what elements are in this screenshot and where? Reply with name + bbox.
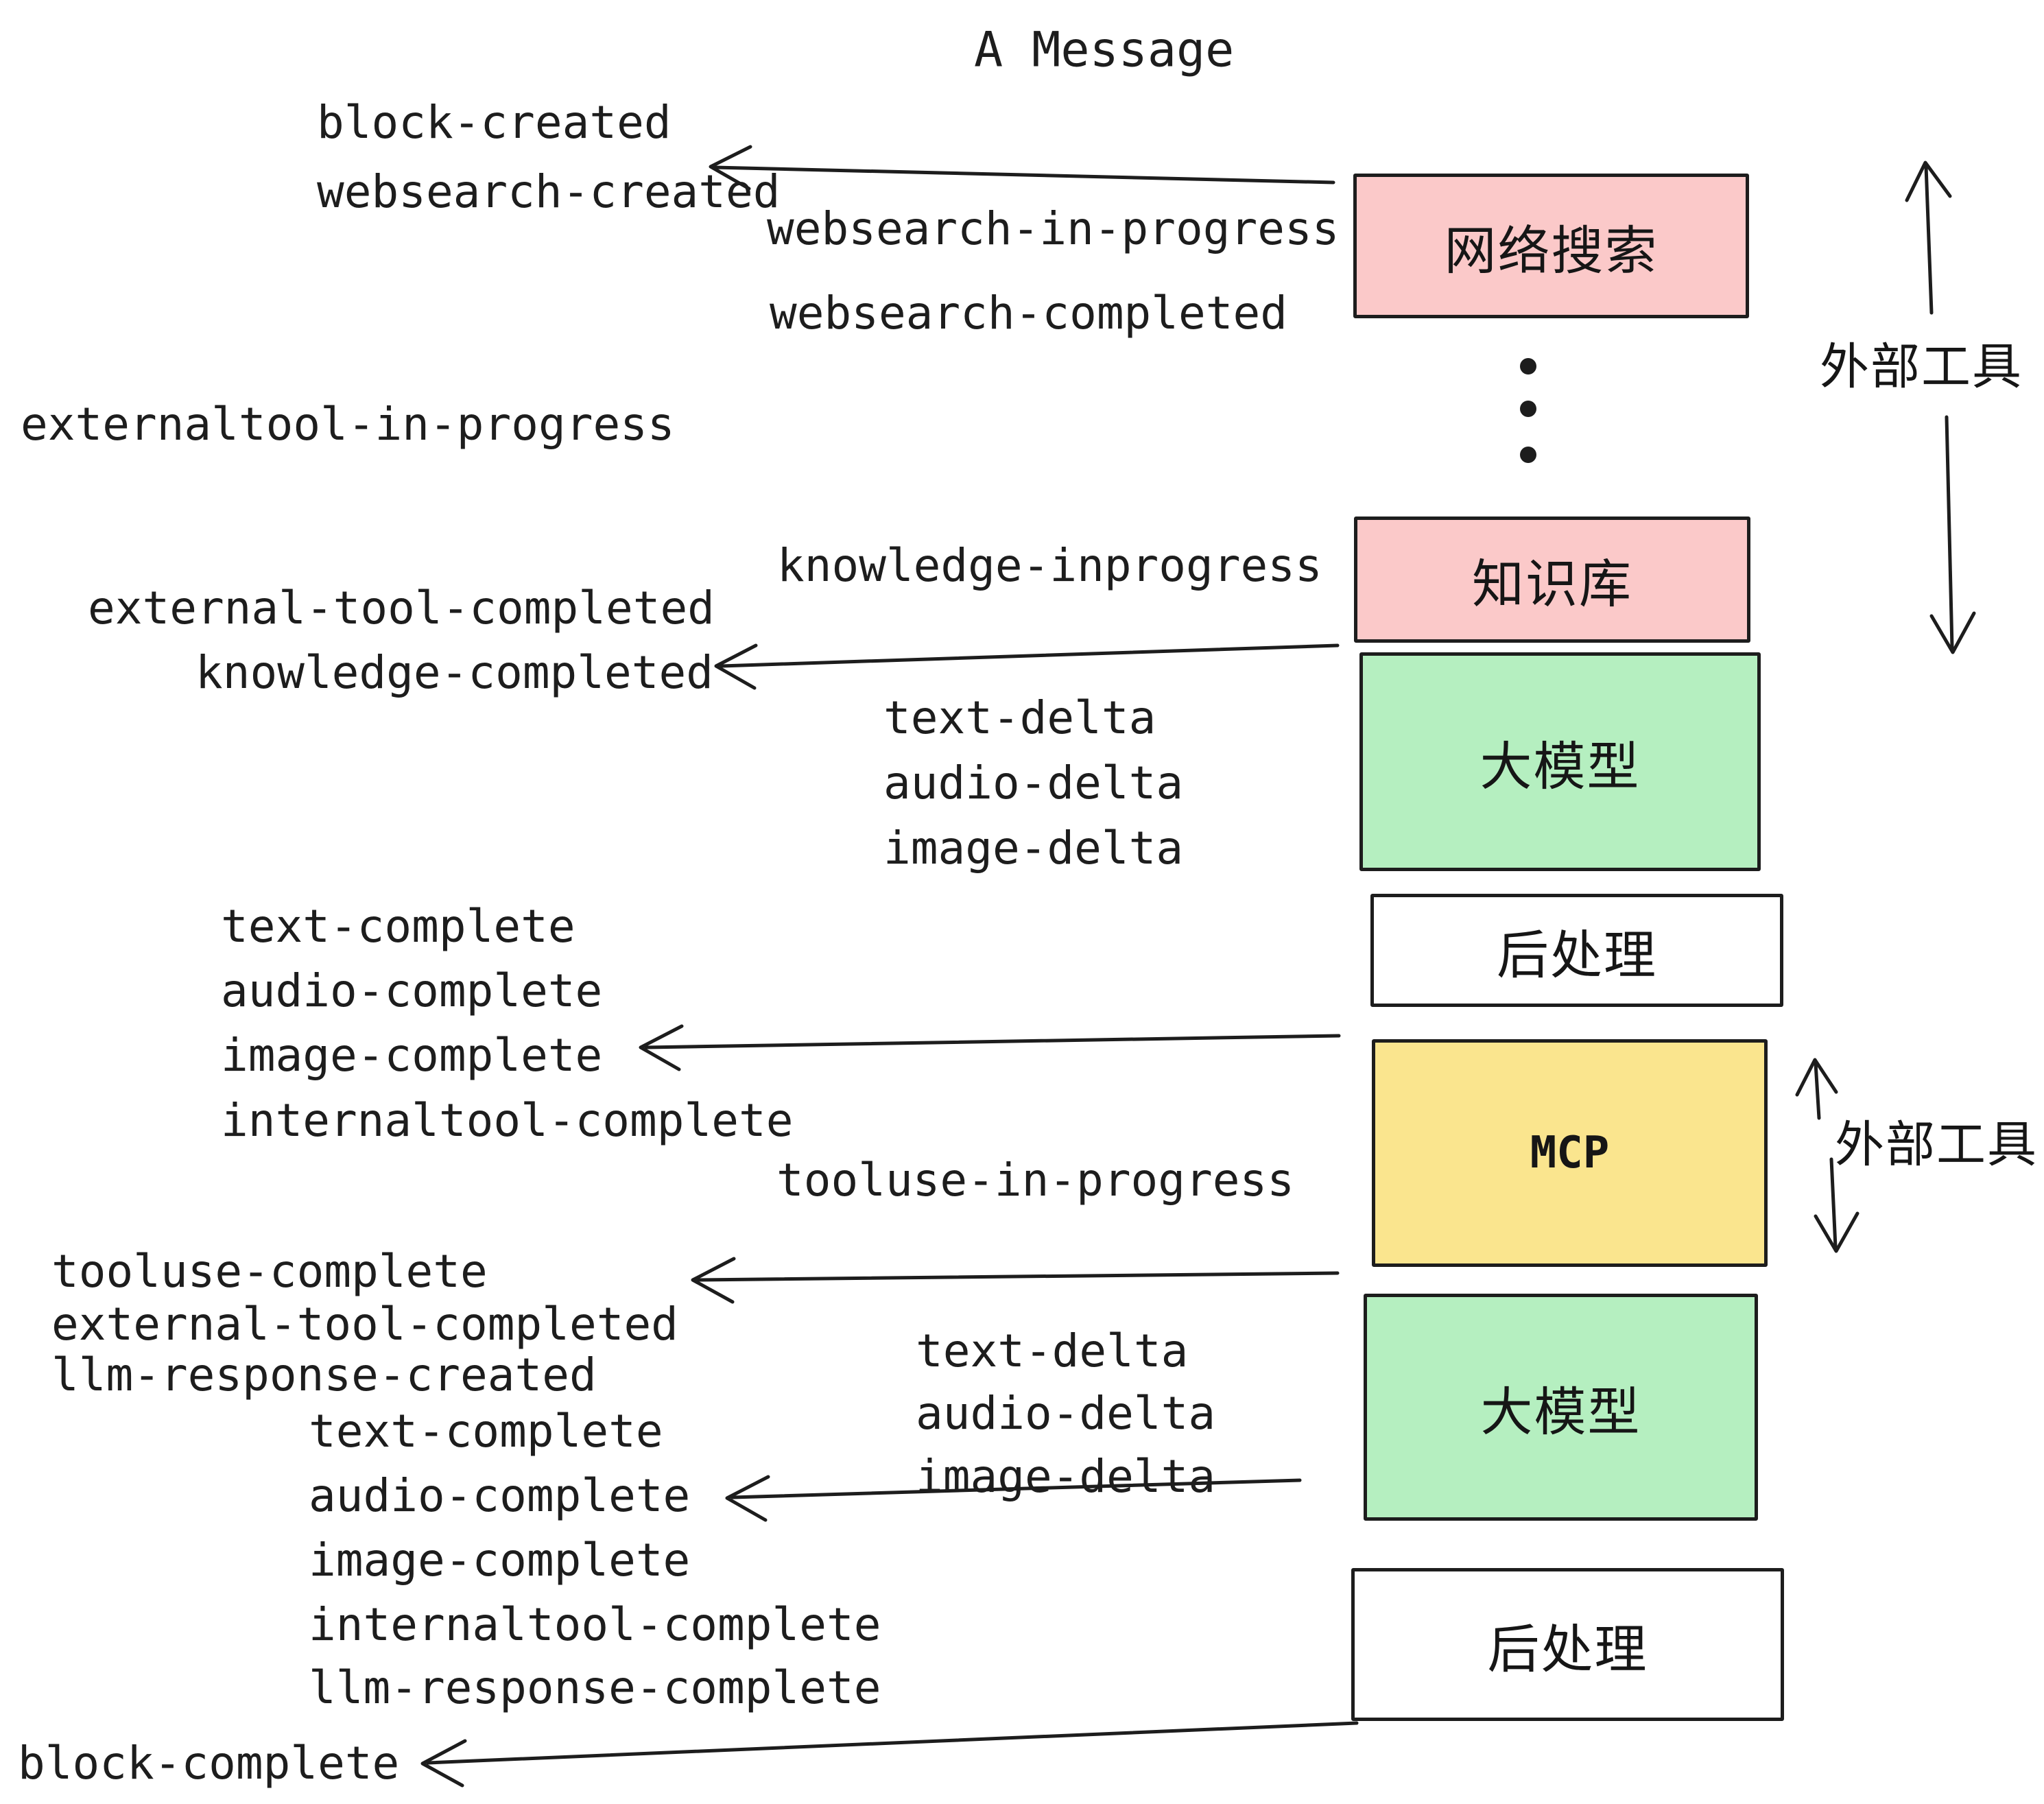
event-websearch-created: websearch-created — [317, 165, 781, 218]
box-llm-1-label: 大模型 — [1479, 737, 1641, 796]
event-text-delta-1: text-delta — [883, 691, 1156, 744]
left-arrow-head-blockcomplete — [420, 1739, 467, 1788]
left-arrow-shaft-tooluse — [696, 1271, 1340, 1282]
event-audio-complete-1: audio-complete — [221, 964, 603, 1017]
event-internaltool-complete-2: internaltool-complete — [309, 1598, 881, 1651]
annotation-external-tools-1: 外部工具 — [1820, 340, 2023, 395]
box-postprocess-2-label: 后处理 — [1487, 1620, 1648, 1679]
event-llm-response-complete: llm-response-complete — [309, 1661, 881, 1714]
left-arrow-head-tooluse — [691, 1257, 736, 1304]
up-arrow-head-externaltools-1 — [1905, 161, 1952, 202]
down-arrow-head-externaltools-2 — [1814, 1211, 1859, 1253]
event-websearch-in-progress: websearch-in-progress — [767, 202, 1340, 255]
box-websearch-label: 网络搜索 — [1444, 222, 1659, 281]
box-llm-2: 大模型 — [1364, 1294, 1758, 1521]
event-text-complete-2: text-complete — [309, 1404, 663, 1458]
left-arrow-head-knowledge — [714, 643, 758, 690]
box-llm-2-label: 大模型 — [1480, 1383, 1641, 1442]
box-postprocess-1: 后处理 — [1370, 894, 1783, 1007]
event-knowledge-completed: knowledge-completed — [195, 645, 713, 699]
box-mcp-label: MCP — [1530, 1128, 1610, 1178]
up-arrow-head-externaltools-2 — [1795, 1058, 1838, 1097]
box-knowledge: 知识库 — [1354, 517, 1750, 643]
event-image-delta-1: image-delta — [883, 821, 1184, 875]
event-block-created: block-created — [317, 95, 672, 149]
left-arrow-head-mcp — [639, 1024, 684, 1071]
left-arrow-shaft-mcp — [644, 1034, 1341, 1049]
event-llm-response-created: llm-response-created — [51, 1348, 597, 1401]
box-postprocess-2: 后处理 — [1351, 1568, 1784, 1721]
event-image-complete-1: image-complete — [221, 1028, 603, 1082]
page-title: A Message — [974, 21, 1235, 78]
up-arrow-shaft-externaltools-1 — [1924, 164, 1934, 315]
event-externaltool-in-progress: externaltool-in-progress — [21, 397, 675, 451]
event-external-tool-completed-1: external-tool-completed — [88, 581, 715, 634]
vertical-dots-icon — [1520, 358, 1536, 375]
down-arrow-head-externaltools-1 — [1929, 611, 1976, 654]
box-mcp: MCP — [1372, 1039, 1768, 1267]
left-arrow-shaft-knowledge — [720, 643, 1340, 668]
vertical-dots-icon — [1520, 401, 1536, 417]
event-audio-delta-1: audio-delta — [883, 756, 1184, 809]
event-tooluse-complete: tooluse-complete — [51, 1244, 488, 1298]
box-postprocess-1-label: 后处理 — [1497, 926, 1657, 985]
box-llm-1: 大模型 — [1359, 652, 1761, 871]
event-knowledge-inprogress: knowledge-inprogress — [777, 538, 1322, 592]
event-websearch-completed: websearch-completed — [770, 286, 1287, 340]
event-image-delta-2: image-delta — [916, 1449, 1216, 1503]
left-arrow-shaft-websearch — [713, 165, 1335, 185]
box-knowledge-label: 知识库 — [1472, 556, 1632, 614]
down-arrow-shaft-externaltools-1 — [1945, 415, 1954, 650]
event-text-delta-2: text-delta — [916, 1324, 1189, 1377]
event-audio-complete-2: audio-complete — [309, 1469, 691, 1522]
event-audio-delta-2: audio-delta — [916, 1386, 1216, 1440]
event-text-complete-1: text-complete — [221, 899, 575, 953]
left-arrow-shaft-blockcomplete — [426, 1721, 1359, 1765]
event-tooluse-in-progress: tooluse-in-progress — [776, 1153, 1294, 1207]
box-websearch: 网络搜索 — [1353, 174, 1749, 318]
vertical-dots-icon — [1520, 447, 1536, 463]
event-internaltool-complete-1: internaltool-complete — [221, 1093, 794, 1147]
event-external-tool-completed-2: external-tool-completed — [51, 1297, 678, 1351]
left-arrow-head-llm2 — [725, 1475, 770, 1522]
annotation-external-tools-2: 外部工具 — [1835, 1117, 2039, 1173]
up-arrow-shaft-externaltools-2 — [1814, 1061, 1821, 1120]
event-image-complete-2: image-complete — [309, 1533, 691, 1587]
event-block-complete: block-complete — [18, 1736, 400, 1790]
